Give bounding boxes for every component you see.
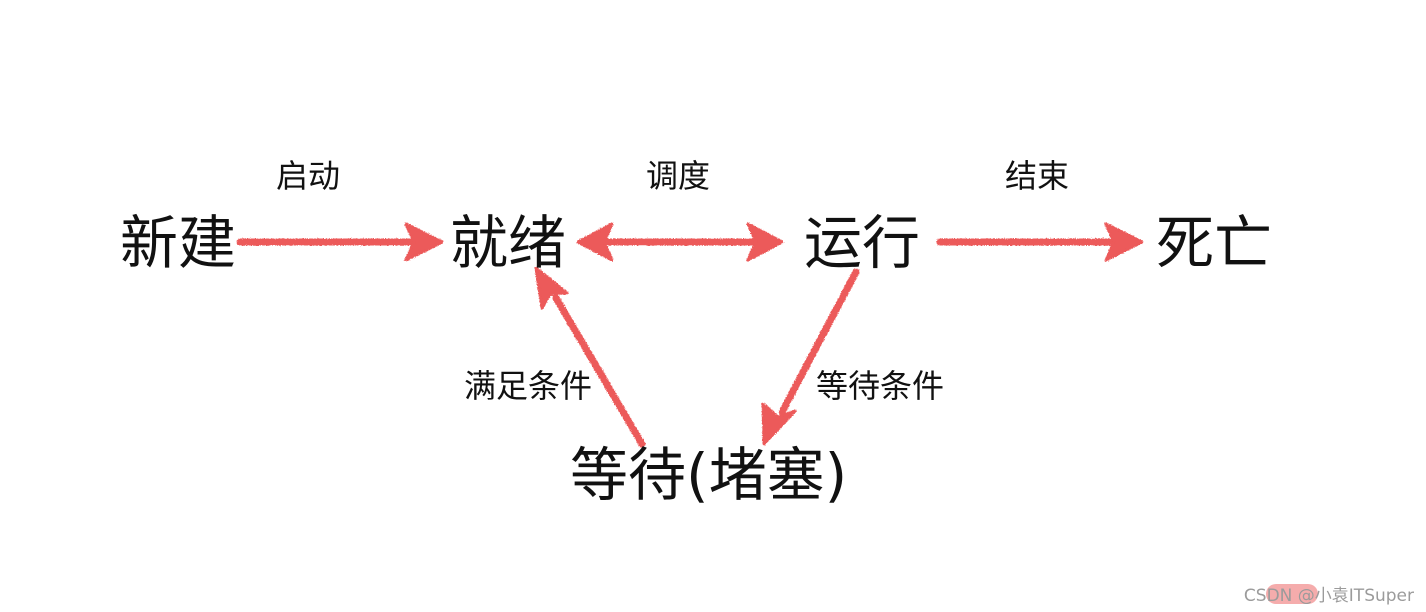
label-end: 结束 [1005, 157, 1070, 195]
state-new: 新建 [120, 209, 237, 277]
state-waiting: 等待(堵塞) [570, 441, 848, 509]
arrow-running-to-dead [936, 222, 1144, 262]
state-running: 运行 [804, 209, 921, 277]
arrow-ready-running-bidirectional [576, 222, 784, 262]
watermark-text: CSDN @小袁ITSuper [1243, 586, 1414, 606]
arrow-new-to-ready [236, 222, 444, 262]
state-dead: 死亡 [1156, 209, 1273, 277]
label-condition-met: 满足条件 [464, 367, 593, 405]
label-schedule: 调度 [646, 157, 711, 195]
label-start: 启动 [276, 157, 341, 195]
arrow-running-to-waiting [761, 268, 860, 446]
state-ready: 就绪 [450, 209, 567, 277]
arrow-waiting-to-ready [534, 266, 646, 448]
watermark-logo [1266, 584, 1318, 604]
label-wait-condition: 等待条件 [816, 367, 945, 405]
